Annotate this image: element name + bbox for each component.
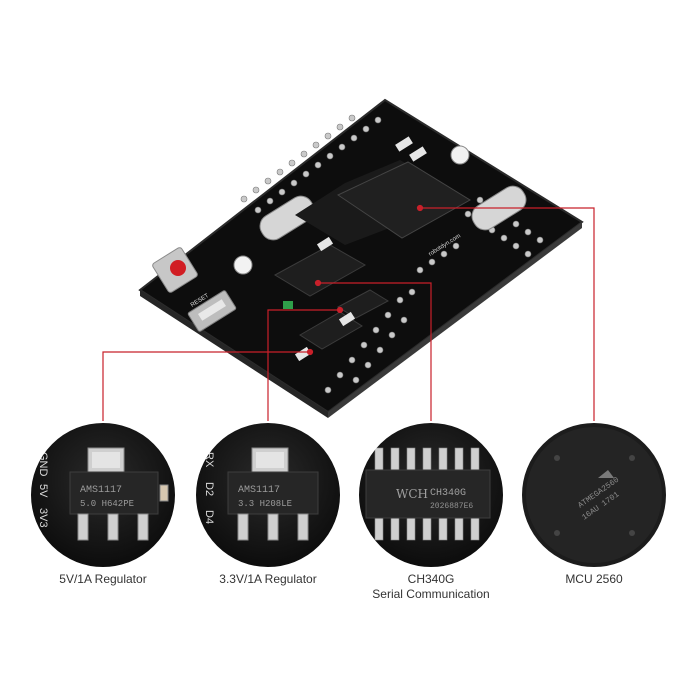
ch340-chip [273,244,367,297]
caption-label: 5V/1A Regulator [59,572,147,586]
reset-button [152,247,198,293]
silk-d4: D4 [203,510,215,524]
zoom-circle-mcu: ATMEGA2560 16AU 1701 [520,421,668,569]
leader-lines [102,204,595,425]
caption-sublabel: Serial Communication [372,587,490,601]
chip-marking-line1: AMS1117 [238,485,280,496]
chip-marking-line2: 3.3 H208LE [238,499,292,509]
wch-logo: WCH [396,487,428,501]
caption-3v3-regulator: 3.3V/1A Regulator [188,572,348,587]
silk-d2: D2 [203,482,215,496]
zoom-circle-ch340g: WCH CH340G 2026887E6 [357,421,505,569]
silk-3v3: 3V3 [37,508,49,528]
silkscreen-labels: GND 5V 3V3 [37,452,49,528]
caption-5v-regulator: 5V/1A Regulator [23,572,183,587]
caption-label: CH340G [407,572,455,586]
mcu-chip [295,160,471,245]
silk-gnd: GND [37,452,49,477]
zoom-circle-5v-regulator: GND 5V 3V3 AMS1117 5.0 H642PE [29,421,177,569]
chip-marking-line2: 5.0 H642PE [80,499,134,509]
chip-marking-line2: 2026887E6 [430,502,473,511]
chip-marking-line1: AMS1117 [80,485,122,496]
header-pins [240,114,544,394]
mounting-hole [450,145,470,165]
atmel-logo-icon [598,470,614,478]
caption-mcu: MCU 2560 [514,572,674,587]
zoom-circle-3v3-regulator: RX D2 D4 AMS1117 3.3 H208LE [194,421,342,569]
pcb-board [138,98,584,418]
mounting-hole [233,255,253,275]
micro-usb-port [187,290,237,332]
led-icon [283,301,293,309]
chip-marking-line1: CH340G [430,488,466,499]
silkscreen-labels: RX D2 D4 [203,452,215,524]
caption-label: 3.3V/1A Regulator [219,572,317,586]
silk-5v: 5V [37,484,49,498]
caption-label: MCU 2560 [565,572,623,586]
caption-ch340g: CH340G Serial Communication [351,572,511,602]
